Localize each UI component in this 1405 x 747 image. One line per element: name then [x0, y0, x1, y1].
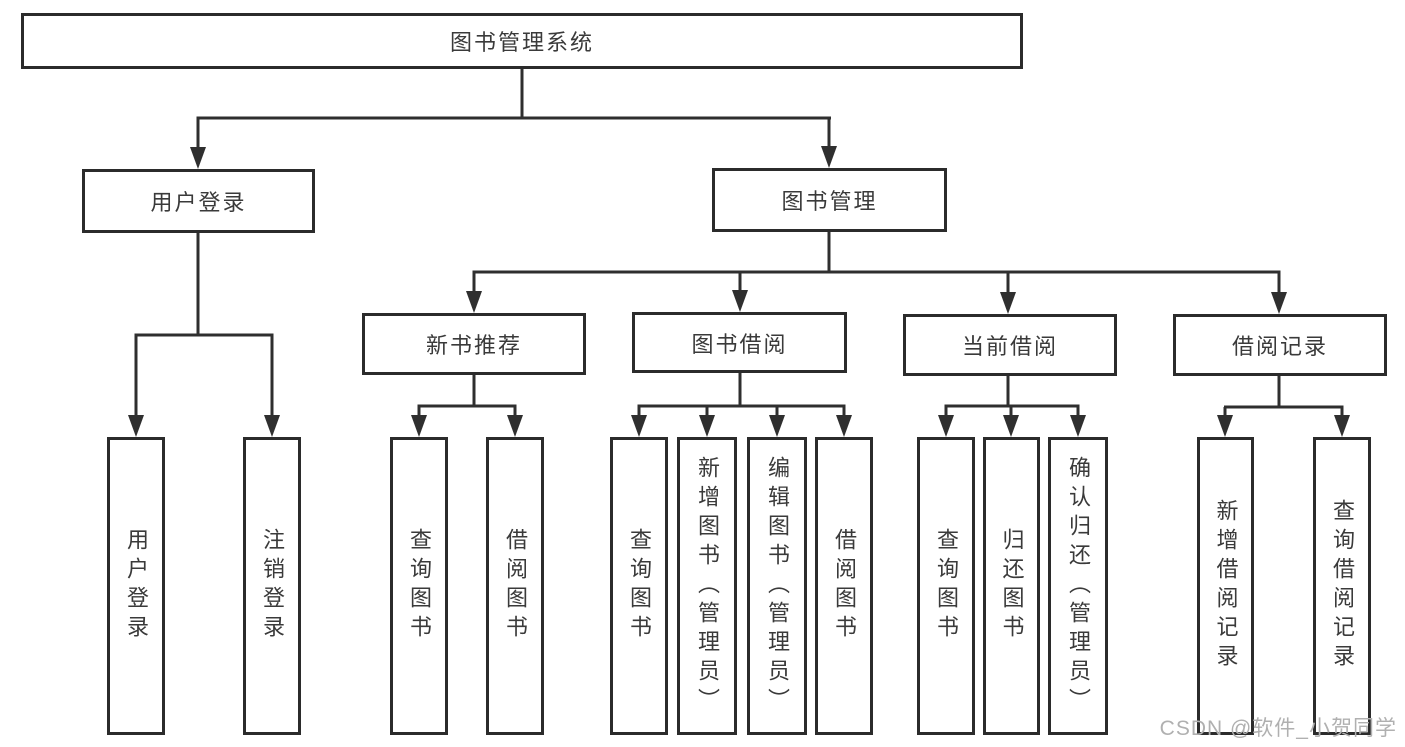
leaf-query-books-borrow: 查询图书 [610, 437, 668, 735]
node-new-book-recommend-label: 新书推荐 [425, 333, 522, 358]
node-current-borrow-label: 当前借阅 [961, 334, 1058, 359]
leaf-user-login: 用户登录 [107, 437, 165, 735]
leaf-borrow-books-recommend: 借阅图书 [486, 437, 544, 735]
node-book-management-label: 图书管理 [781, 189, 878, 214]
leaf-add-borrow-record: 新增借阅记录 [1197, 437, 1254, 735]
leaf-query-borrow-record: 查询借阅记录 [1313, 437, 1371, 735]
leaf-query-books-current: 查询图书 [917, 437, 975, 735]
node-book-borrow-label: 图书借阅 [691, 331, 788, 357]
node-user-login-label: 用户登录 [150, 190, 247, 215]
node-borrow-records-label: 借阅记录 [1231, 334, 1328, 359]
leaf-query-books-recommend: 查询图书 [390, 437, 448, 735]
leaf-borrow-books-recommend-label: 借阅图书 [503, 528, 528, 644]
node-user-login: 用户登录 [82, 169, 315, 233]
leaf-logout-label: 注销登录 [260, 528, 285, 644]
node-book-management: 图书管理 [712, 168, 947, 232]
node-current-borrow: 当前借阅 [903, 314, 1117, 376]
leaf-add-book-admin-label: 新增图书（管理员） [695, 455, 720, 717]
leaf-logout: 注销登录 [243, 437, 301, 735]
leaf-return-book-label: 归还图书 [999, 528, 1025, 644]
leaf-query-borrow-record-label: 查询借阅记录 [1330, 499, 1355, 673]
csdn-watermark: CSDN @软件_小贺同学 [1159, 717, 1397, 740]
leaf-add-borrow-record-label: 新增借阅记录 [1213, 499, 1239, 673]
node-borrow-records: 借阅记录 [1173, 314, 1387, 376]
leaf-query-books-recommend-label: 查询图书 [407, 528, 432, 644]
leaf-add-book-admin: 新增图书（管理员） [677, 437, 737, 735]
leaf-query-books-borrow-label: 查询图书 [627, 528, 652, 644]
node-new-book-recommend: 新书推荐 [362, 313, 586, 375]
node-book-borrow: 图书借阅 [632, 312, 847, 373]
leaf-edit-book-admin: 编辑图书（管理员） [747, 437, 807, 735]
leaf-return-book: 归还图书 [983, 437, 1040, 735]
node-root-system: 图书管理系统 [21, 13, 1023, 69]
leaf-borrow-books-borrow-label: 借阅图书 [832, 528, 857, 644]
leaf-confirm-return-admin-label: 确认归还（管理员） [1066, 455, 1091, 717]
leaf-query-books-current-label: 查询图书 [934, 528, 959, 644]
leaf-edit-book-admin-label: 编辑图书（管理员） [765, 455, 790, 717]
leaf-confirm-return-admin: 确认归还（管理员） [1048, 437, 1108, 735]
node-root-label: 图书管理系统 [449, 30, 594, 55]
leaf-borrow-books-borrow: 借阅图书 [815, 437, 873, 735]
leaf-user-login-label: 用户登录 [124, 528, 149, 644]
